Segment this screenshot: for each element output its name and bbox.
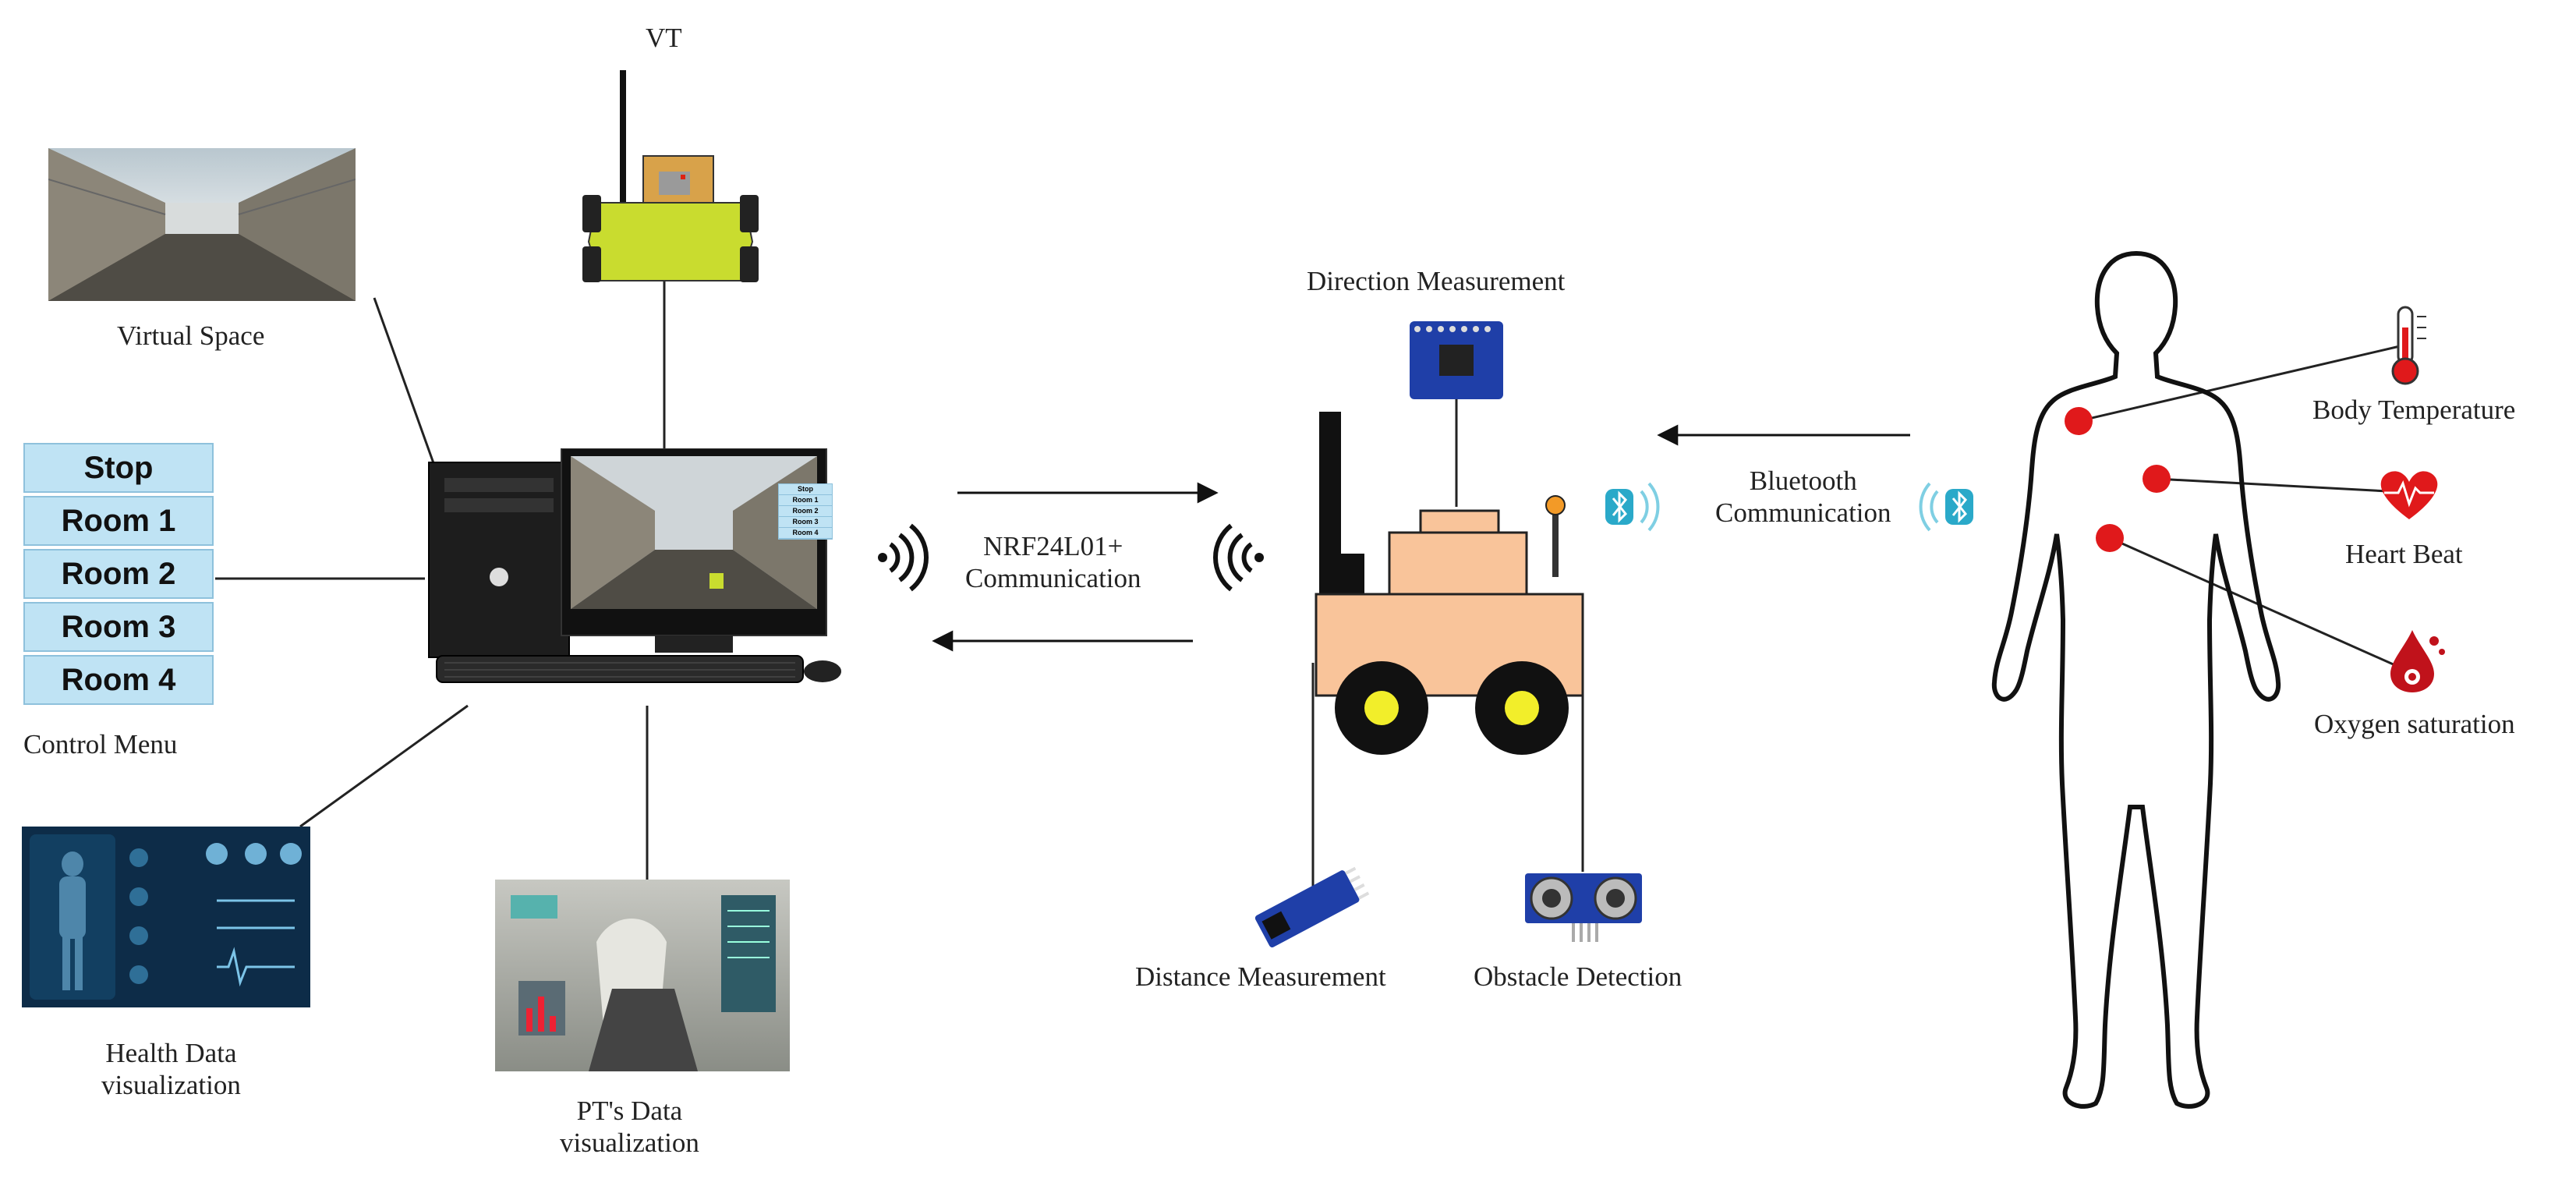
oxygen-saturation-label: Oxygen saturation [2314, 709, 2515, 739]
nrf-label-line1: NRF24L01+ [983, 531, 1123, 561]
bluetooth-icon [1605, 482, 1660, 532]
health-viz-label: Health Data visualization [101, 1037, 241, 1102]
menu-room1-button[interactable]: Room 1 [23, 496, 214, 546]
distance-label: Distance Measurement [1135, 961, 1386, 992]
health-viz-connector [299, 704, 469, 828]
distance-sensor-image [1254, 866, 1370, 947]
wifi-signal-icon [878, 523, 929, 592]
pt-dashboard-image [495, 880, 790, 1071]
menu-stop-button[interactable]: Stop [23, 443, 214, 493]
blood-drop-icon [2390, 630, 2445, 692]
obstacle-sensor-image [1525, 873, 1642, 942]
menu-room2-button[interactable]: Room 2 [23, 549, 214, 599]
wifi-signal-icon-right [1212, 523, 1264, 592]
pt-viz-label-line1: PT's Data [576, 1096, 683, 1126]
nrf-label-line2: Communication [965, 563, 1141, 594]
temperature-link [2078, 345, 2401, 423]
control-menu: Stop Room 1 Room 2 Room 3 Room 4 [23, 443, 214, 708]
heart-beat-label: Heart Beat [2345, 539, 2463, 569]
thermometer-icon [2391, 306, 2426, 385]
health-dashboard-image [22, 827, 310, 1007]
bluetooth-label-line2: Communication [1715, 497, 1891, 529]
mini-menu-stop: Stop [779, 484, 832, 495]
bluetooth-label-line1: Bluetooth [1749, 466, 1857, 496]
pt-viz-label: PT's Data visualization [560, 1095, 699, 1159]
health-viz-label-line2: visualization [101, 1070, 241, 1101]
monitor-mini-menu: Stop Room 1 Room 2 Room 3 Room 4 [778, 483, 833, 540]
human-body-outline [1991, 250, 2281, 1109]
direction-sensor-image [1410, 321, 1503, 399]
mini-menu-room2: Room 2 [779, 506, 832, 517]
nrf-label: NRF24L01+ Communication [965, 530, 1141, 595]
desktop-computer-image [428, 448, 841, 683]
virtual-space-connector [373, 297, 438, 473]
control-menu-label: Control Menu [23, 729, 178, 759]
vt-robot-image [582, 70, 759, 282]
robot-car-image [1315, 412, 1584, 755]
vt-label: VT [646, 23, 682, 53]
mini-menu-room3: Room 3 [779, 517, 832, 528]
menu-room4-button[interactable]: Room 4 [23, 655, 214, 705]
mini-menu-room4: Room 4 [779, 528, 832, 539]
health-viz-label-line1: Health Data [105, 1038, 237, 1068]
pt-viz-label-line2: visualization [560, 1128, 699, 1159]
heartbeat-icon [2380, 471, 2438, 519]
virtual-space-image [48, 148, 356, 301]
bluetooth-icon-right [1919, 482, 1973, 532]
body-temperature-label: Body Temperature [2312, 395, 2516, 425]
heartbeat-link [2156, 477, 2388, 493]
menu-room3-button[interactable]: Room 3 [23, 602, 214, 652]
virtual-space-label: Virtual Space [117, 320, 265, 351]
obstacle-label: Obstacle Detection [1474, 961, 1683, 992]
mini-menu-room1: Room 1 [779, 495, 832, 506]
bluetooth-label: Bluetooth Communication [1715, 465, 1891, 529]
direction-label: Direction Measurement [1307, 266, 1566, 296]
